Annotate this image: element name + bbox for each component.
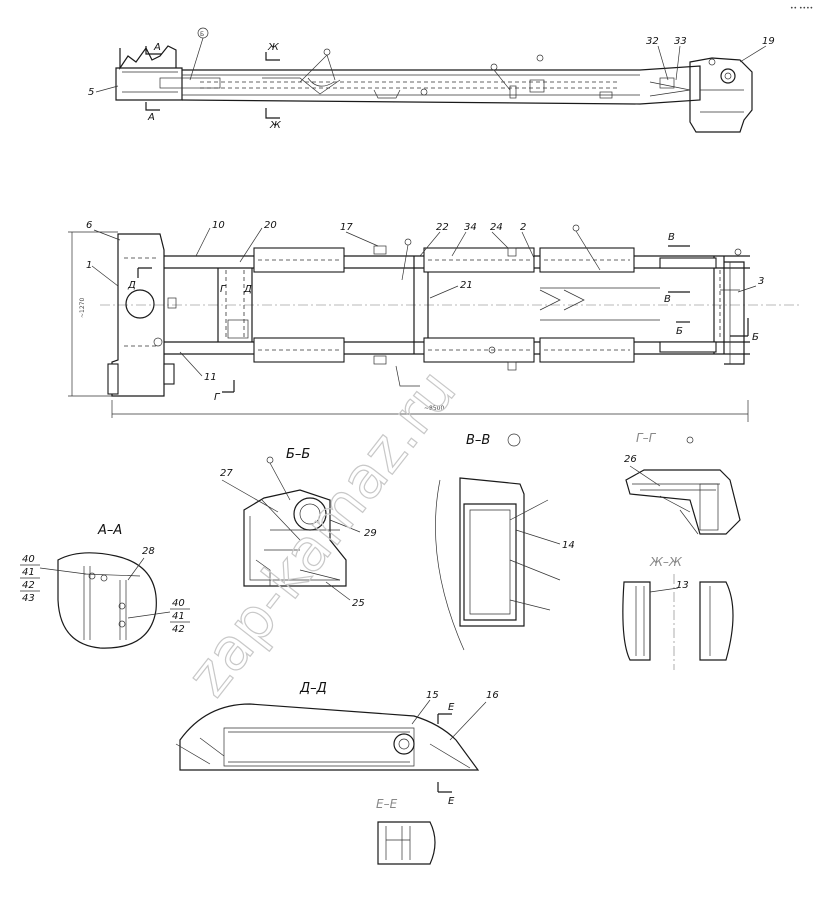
cut-a-bottom: А [147, 112, 155, 123]
cut-b-right: Б [752, 332, 759, 343]
label-42-b: 42 [172, 624, 185, 635]
section-gg-title: Г–Г [636, 431, 657, 445]
cut-d-2: Д [243, 284, 252, 295]
section-gg: Г–Г 26 [624, 431, 741, 535]
cut-a-top: А [153, 42, 161, 53]
label-42-a: 42 [22, 580, 35, 591]
cut-e-top: Е [448, 702, 455, 713]
label-43-a: 43 [22, 593, 35, 604]
label-part-33: 33 [674, 36, 687, 47]
section-bb-title: Б–Б [286, 447, 310, 462]
section-vv: В–В 14 [435, 433, 575, 651]
label-40-b: 40 [172, 598, 185, 609]
cut-b-small: Б [676, 326, 683, 337]
label-part-2: 2 [520, 222, 526, 233]
corner-mark: •• •••• [790, 5, 813, 12]
label-part-14: 14 [562, 540, 575, 551]
label-part-17: 17 [340, 222, 353, 233]
side-view: 5 32 33 19 Б А А Ж Ж [88, 27, 775, 133]
cut-zh-top: Ж [267, 42, 280, 53]
label-part-27: 27 [220, 468, 233, 479]
label-part-26: 26 [624, 454, 637, 465]
label-41-a: 41 [22, 567, 35, 578]
section-dd: Д–Д 15 16 Е Е [175, 681, 499, 807]
label-part-10: 10 [212, 220, 225, 231]
plan-view: ~1270 ~8500 [68, 220, 800, 422]
watermark: zap-kamaz.ru [173, 357, 469, 709]
section-ee-title: Е–Е [376, 797, 398, 811]
cut-zh-bottom: Ж [269, 120, 282, 131]
label-part-20: 20 [264, 220, 277, 231]
section-bb: Б–Б 27 29 25 [220, 447, 377, 609]
label-part-5: 5 [88, 87, 94, 98]
label-part-3: 3 [758, 276, 764, 287]
cut-v-top: В [668, 232, 675, 243]
cut-d-1: Д [127, 280, 136, 291]
section-dd-title: Д–Д [299, 681, 327, 696]
section-zhzh-title: Ж–Ж [649, 555, 683, 569]
cut-g-left: Г [220, 284, 227, 295]
label-part-6: 6 [86, 220, 92, 231]
label-part-15: 15 [426, 690, 439, 701]
label-part-32: 32 [646, 36, 659, 47]
dim-height: ~1270 [79, 298, 86, 318]
label-part-25: 25 [352, 598, 365, 609]
section-ee: Е–Е [376, 797, 436, 865]
section-aa: А–А 40 41 42 43 28 40 41 42 [20, 523, 190, 649]
cut-e-bottom: Е [448, 796, 455, 807]
dim-length: ~8500 [424, 405, 444, 412]
marker-b: Б [200, 31, 204, 38]
label-part-1: 1 [86, 260, 92, 271]
label-41-b: 41 [172, 611, 185, 622]
section-vv-title: В–В [466, 433, 490, 448]
label-28: 28 [142, 546, 155, 557]
section-zhzh: Ж–Ж 13 [622, 555, 734, 670]
label-part-22: 22 [436, 222, 449, 233]
section-aa-title: А–А [97, 523, 122, 538]
cut-v-mid: В [664, 294, 671, 305]
label-40-a: 40 [22, 554, 35, 565]
label-part-29: 29 [364, 528, 377, 539]
cut-g-bottom: Г [214, 392, 221, 403]
label-part-11: 11 [204, 372, 217, 383]
label-part-21: 21 [460, 280, 473, 291]
label-part-24: 24 [490, 222, 503, 233]
label-part-16: 16 [486, 690, 499, 701]
label-part-19: 19 [762, 36, 775, 47]
label-part-13: 13 [676, 580, 689, 591]
label-part-34: 34 [464, 222, 477, 233]
